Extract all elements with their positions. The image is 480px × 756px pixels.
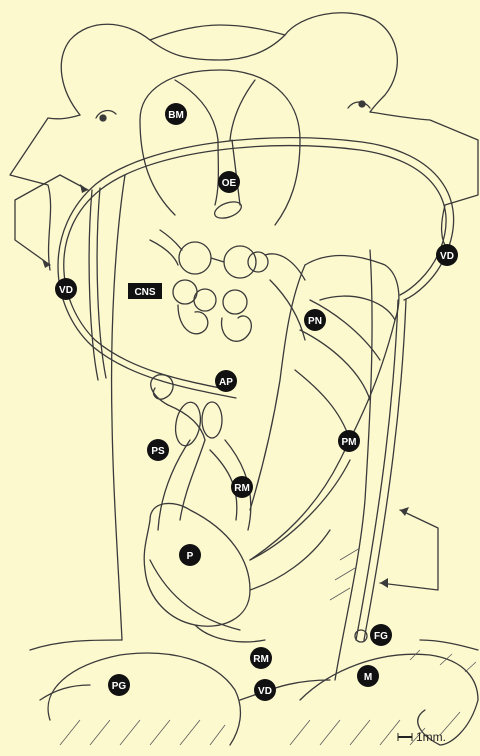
right-tentacle-flap xyxy=(370,112,478,250)
label-m: M xyxy=(357,665,379,687)
label-pn: PN xyxy=(304,309,326,331)
body-wall-left xyxy=(112,175,125,640)
label-vd-bottom: VD xyxy=(254,679,276,701)
label-cns: CNS xyxy=(128,283,162,299)
posterior-gland-lobe xyxy=(48,653,240,745)
svg-text:VD: VD xyxy=(258,686,272,697)
svg-text:VD: VD xyxy=(59,285,73,296)
label-pg: PG xyxy=(108,674,130,696)
svg-text:BM: BM xyxy=(168,110,184,121)
label-bm: BM xyxy=(165,103,187,125)
svg-text:M: M xyxy=(364,672,372,683)
label-vd-right: VD xyxy=(436,244,458,266)
label-p: P xyxy=(179,544,201,566)
buccal-mass xyxy=(140,70,300,225)
penis-body xyxy=(144,503,250,626)
left-tentacle-flap xyxy=(10,115,80,270)
cns-ganglia xyxy=(173,242,268,341)
svg-text:PM: PM xyxy=(342,437,357,448)
svg-text:FG: FG xyxy=(374,631,388,642)
label-pm: PM xyxy=(338,430,360,452)
svg-text:OE: OE xyxy=(222,178,237,189)
svg-text:PS: PS xyxy=(151,446,165,457)
label-rm-lower: RM xyxy=(250,647,272,669)
label-rm-upper: RM xyxy=(231,476,253,498)
head-outline xyxy=(61,13,397,115)
label-oe: OE xyxy=(218,171,240,193)
scale-bar: 1mm. xyxy=(398,730,446,744)
label-vd-left: VD xyxy=(55,278,77,300)
svg-text:P: P xyxy=(187,551,194,562)
body-wall-right xyxy=(335,250,372,680)
svg-text:RM: RM xyxy=(234,483,250,494)
scale-label: 1mm. xyxy=(416,730,446,744)
svg-text:CNS: CNS xyxy=(134,287,155,298)
svg-text:PN: PN xyxy=(308,316,322,327)
label-ap: AP xyxy=(215,370,237,392)
svg-text:RM: RM xyxy=(253,654,269,665)
svg-text:PG: PG xyxy=(112,681,127,692)
label-ps: PS xyxy=(147,439,169,461)
label-fg: FG xyxy=(370,624,392,646)
svg-text:VD: VD xyxy=(440,251,454,262)
svg-text:AP: AP xyxy=(219,377,233,388)
mantle-lobe xyxy=(300,654,478,745)
